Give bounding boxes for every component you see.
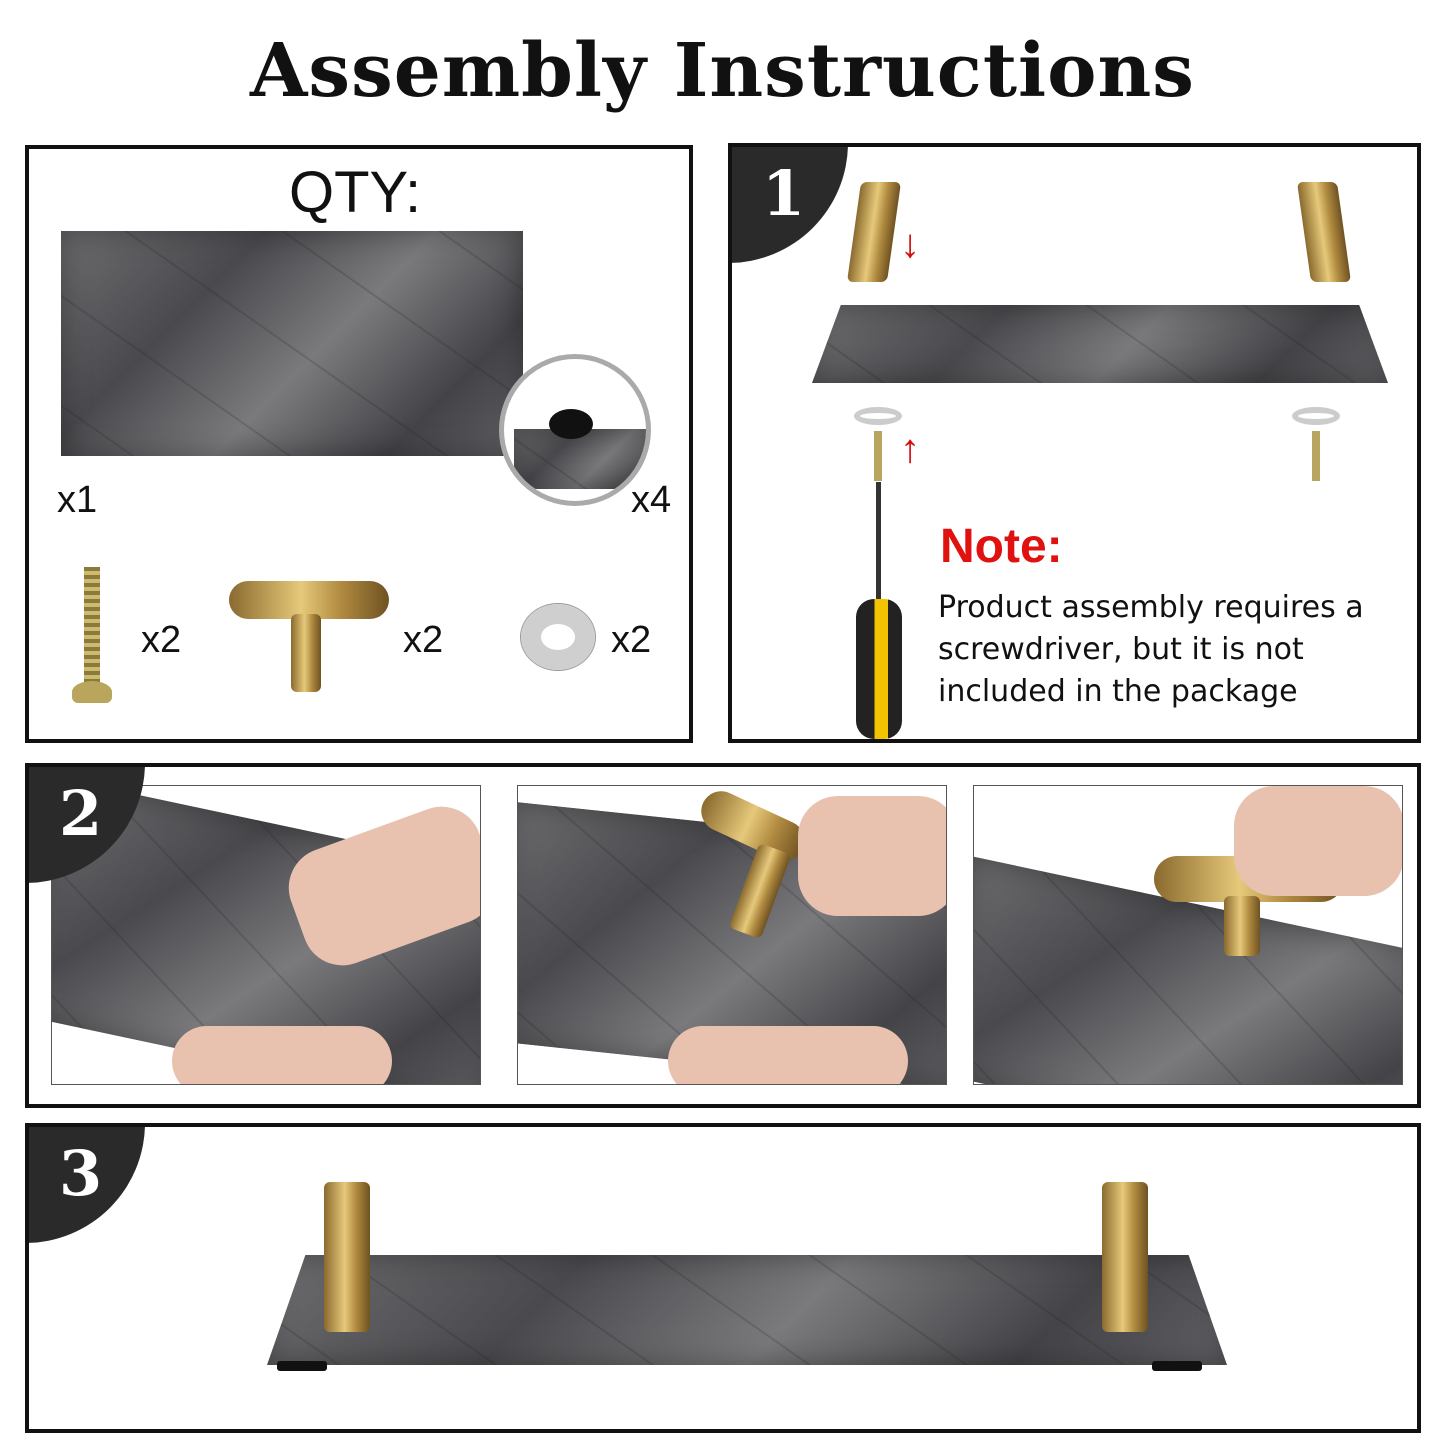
qty-panel: QTY: x1 x4 x2 x2 x2 <box>25 145 693 743</box>
note-title: Note: <box>940 520 1063 573</box>
step-2-photo-insert-screw <box>51 785 481 1085</box>
marble-tray-image <box>812 305 1388 383</box>
washer-left-image <box>854 407 902 425</box>
step-2-panel: 2 <box>25 763 1421 1108</box>
step-3-badge: 3 <box>29 1127 145 1243</box>
handle-post-image <box>291 614 321 692</box>
screwdriver-handle-image <box>856 599 902 739</box>
note-text: Product assembly requires a screwdriver,… <box>938 590 1364 709</box>
page-title: Assembly Instructions <box>250 28 1195 114</box>
qty-count-handle: x2 <box>403 619 444 661</box>
finished-handle-left <box>324 1182 370 1332</box>
handle-right-image <box>1296 182 1352 282</box>
marble-tray-image <box>61 231 523 456</box>
qty-count-washer: x2 <box>611 619 652 661</box>
screw-image <box>84 567 100 687</box>
step-2-photo-attach-handle <box>517 785 947 1085</box>
step-3-panel: 3 <box>25 1123 1421 1433</box>
handle-left-image <box>846 182 902 282</box>
step-1-panel: 1 ↓ ↑ Note: Product assembly requires a … <box>728 143 1421 743</box>
washer-image <box>521 604 595 670</box>
qty-count-screw: x2 <box>141 619 182 661</box>
qty-count-tray: x1 <box>57 479 98 521</box>
foot-right <box>1152 1361 1202 1371</box>
arrow-up-icon: ↑ <box>900 427 920 471</box>
washer-right-image <box>1292 407 1340 425</box>
step-2-photo-tighten-screw <box>973 785 1403 1085</box>
arrow-down-icon: ↓ <box>900 222 920 266</box>
finished-tray-image <box>267 1255 1227 1365</box>
step-1-badge: 1 <box>732 147 848 263</box>
foot-left <box>277 1361 327 1371</box>
screw-right-image <box>1312 431 1320 481</box>
handle-bar-image <box>229 581 389 619</box>
felt-pad-zoom-image <box>499 354 651 506</box>
screw-left-image <box>874 431 882 481</box>
qty-heading: QTY: <box>289 160 422 225</box>
screwdriver-shaft-image <box>876 482 881 602</box>
qty-count-pad: x4 <box>631 479 672 521</box>
screw-head-image <box>72 681 112 703</box>
finished-handle-right <box>1102 1182 1148 1332</box>
